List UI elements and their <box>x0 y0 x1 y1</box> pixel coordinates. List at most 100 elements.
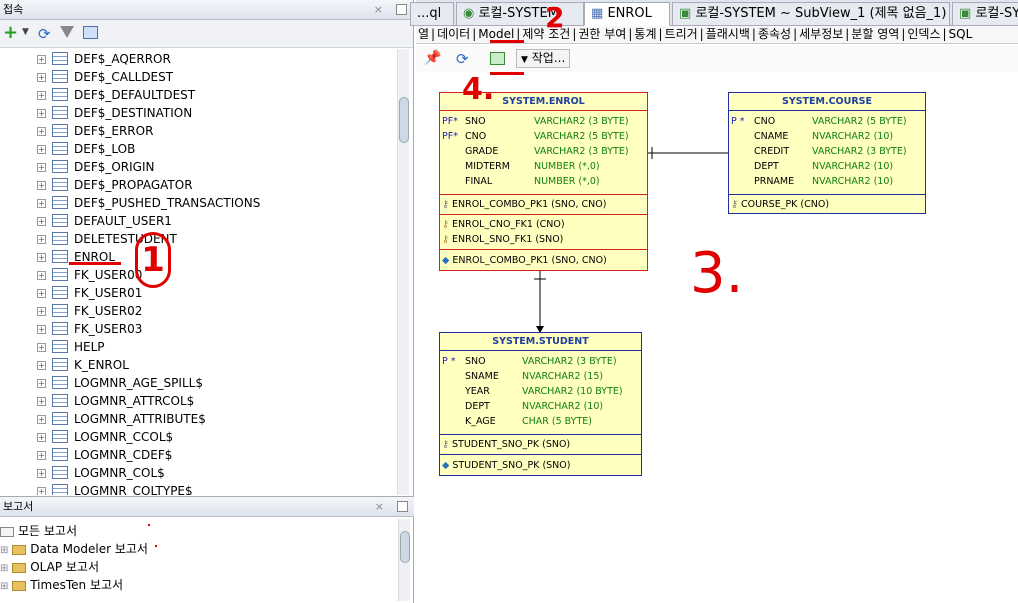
expand-icon[interactable]: + <box>37 163 46 172</box>
subtab-11[interactable]: 인덱스 <box>907 27 941 41</box>
tab-local-system[interactable]: ◉ 로컬-SYSTEM <box>456 2 584 26</box>
close-icon[interactable]: × <box>373 3 383 16</box>
subtab-0[interactable]: 열 <box>418 27 430 41</box>
column-name: GRADE <box>465 146 499 157</box>
object-tree: +DEF$_AQERROR+DEF$_CALLDEST+DEF$_DEFAULT… <box>0 49 398 495</box>
report-label: TimesTen 보고서 <box>30 578 124 592</box>
tab-local-system-2[interactable]: ▣ 로컬-SY <box>952 2 1018 26</box>
reports-scrollbar[interactable] <box>398 519 410 601</box>
expand-icon[interactable]: + <box>37 397 46 406</box>
column-type: NVARCHAR2 (10) <box>812 176 894 187</box>
expand-icon[interactable]: + <box>37 415 46 424</box>
actions-button[interactable]: ▼ 작업... <box>516 49 571 68</box>
subtab-4[interactable]: 권한 부여 <box>578 27 627 41</box>
subtab-7[interactable]: 플래시백 <box>705 27 750 41</box>
schema-browser-icon[interactable] <box>83 26 98 39</box>
index-row: ◆ ENROL_COMBO_PK1 (SNO, CNO) <box>442 253 607 268</box>
expand-icon[interactable]: + <box>37 451 46 460</box>
index-name: ENROL_COMBO_PK1 (SNO, CNO) <box>452 255 607 266</box>
subtab-5[interactable]: 통계 <box>634 27 657 41</box>
expand-icon[interactable]: ⊞ <box>0 581 9 592</box>
tree-item-label: DEF$_DEFAULTDEST <box>74 88 196 102</box>
minimize-icon[interactable] <box>396 4 407 15</box>
tree-item-label: LOGMNR_AGE_SPILL$ <box>74 376 203 390</box>
subtab-9[interactable]: 세부정보 <box>799 27 844 41</box>
report-item-timesten[interactable]: ⊞ TimesTen 보고서 <box>0 576 123 594</box>
tree-scrollbar[interactable] <box>397 49 409 495</box>
expand-icon[interactable]: + <box>37 307 46 316</box>
expand-icon[interactable]: + <box>37 289 46 298</box>
refresh-icon[interactable]: ⟳ <box>38 25 51 43</box>
expand-icon[interactable]: + <box>37 91 46 100</box>
expand-icon[interactable]: ⊞ <box>0 545 9 556</box>
table-icon <box>52 322 68 335</box>
annotation-one: 1 <box>135 232 171 288</box>
expand-icon[interactable]: + <box>37 433 46 442</box>
subtab-separator: | <box>472 27 477 41</box>
table-icon <box>52 340 68 353</box>
report-item-olap[interactable]: ⊞ OLAP 보고서 <box>0 558 99 576</box>
index-icon: ◆ <box>442 255 450 266</box>
subtab-2[interactable]: Model <box>478 27 515 41</box>
expand-icon[interactable]: + <box>37 127 46 136</box>
expand-icon[interactable]: + <box>37 73 46 82</box>
chevron-down-icon[interactable]: ▼ <box>22 27 29 37</box>
column-name: SNO <box>465 356 486 367</box>
close-icon[interactable]: × <box>374 500 384 513</box>
entity-title: SYSTEM.STUDENT <box>440 333 641 350</box>
expand-icon[interactable]: + <box>37 199 46 208</box>
report-item-data-modeler[interactable]: ⊞ Data Modeler 보고서 <box>0 540 148 558</box>
pk-row: ⚷ COURSE_PK (CNO) <box>731 197 829 212</box>
expand-icon[interactable]: + <box>37 325 46 334</box>
expand-icon[interactable]: + <box>37 343 46 352</box>
folder-icon <box>12 580 27 591</box>
divider <box>440 249 647 250</box>
expand-icon[interactable]: ⊞ <box>0 563 9 574</box>
report-icon <box>0 526 14 537</box>
reports-scroll-thumb[interactable] <box>400 531 410 563</box>
tab-subview[interactable]: ▣ 로컬-SYSTEM ~ SubView_1 (제목 없음_1) <box>672 2 950 26</box>
fk-constraint: ENROL_CNO_FK1 (CNO) <box>452 219 565 230</box>
add-connection-icon[interactable]: + <box>3 22 19 43</box>
expand-icon[interactable]: + <box>37 469 46 478</box>
expand-icon[interactable]: + <box>37 271 46 280</box>
annotation-underline <box>490 72 524 75</box>
reports-panel: 보고서 × 모든 보고서 ⊞ Data Modeler 보고서 ⊞ OLAP 보… <box>0 496 414 603</box>
subtab-12[interactable]: SQL <box>948 27 973 41</box>
refresh-icon[interactable]: ⟳ <box>456 50 469 68</box>
subtab-1[interactable]: 데이터 <box>437 27 471 41</box>
tab-sql[interactable]: ...ql <box>410 2 454 26</box>
tab-enrol[interactable]: ▦ ENROL <box>584 2 670 26</box>
expand-icon[interactable]: + <box>37 55 46 64</box>
actions-label: 작업... <box>531 51 566 65</box>
expand-icon[interactable]: + <box>37 361 46 370</box>
expand-icon[interactable]: + <box>37 145 46 154</box>
report-item-all[interactable]: 모든 보고서 <box>0 522 77 540</box>
expand-icon[interactable]: + <box>37 379 46 388</box>
subtab-8[interactable]: 종속성 <box>757 27 792 41</box>
subtab-10[interactable]: 분할 영역 <box>851 27 900 41</box>
expand-icon[interactable]: + <box>37 109 46 118</box>
table-icon <box>52 178 68 191</box>
add-diagram-icon[interactable] <box>490 52 505 65</box>
expand-icon[interactable]: + <box>37 487 46 495</box>
subtab-6[interactable]: 트리거 <box>664 27 698 41</box>
table-icon <box>52 70 68 83</box>
pk-row: ⚷ ENROL_COMBO_PK1 (SNO, CNO) <box>442 197 606 212</box>
column-key: PF* <box>442 131 458 142</box>
expand-icon[interactable]: + <box>37 181 46 190</box>
filter-icon[interactable] <box>60 26 74 38</box>
table-icon <box>52 106 68 119</box>
minimize-icon[interactable] <box>397 501 408 512</box>
tree-scroll-thumb[interactable] <box>399 97 409 143</box>
expand-icon[interactable]: + <box>37 253 46 262</box>
expand-icon[interactable]: + <box>37 235 46 244</box>
expand-icon[interactable]: + <box>37 217 46 226</box>
divider <box>729 110 925 111</box>
pin-icon[interactable]: 📌 <box>424 50 442 66</box>
subtab-3[interactable]: 제약 조건 <box>522 27 571 41</box>
divider <box>440 454 641 455</box>
